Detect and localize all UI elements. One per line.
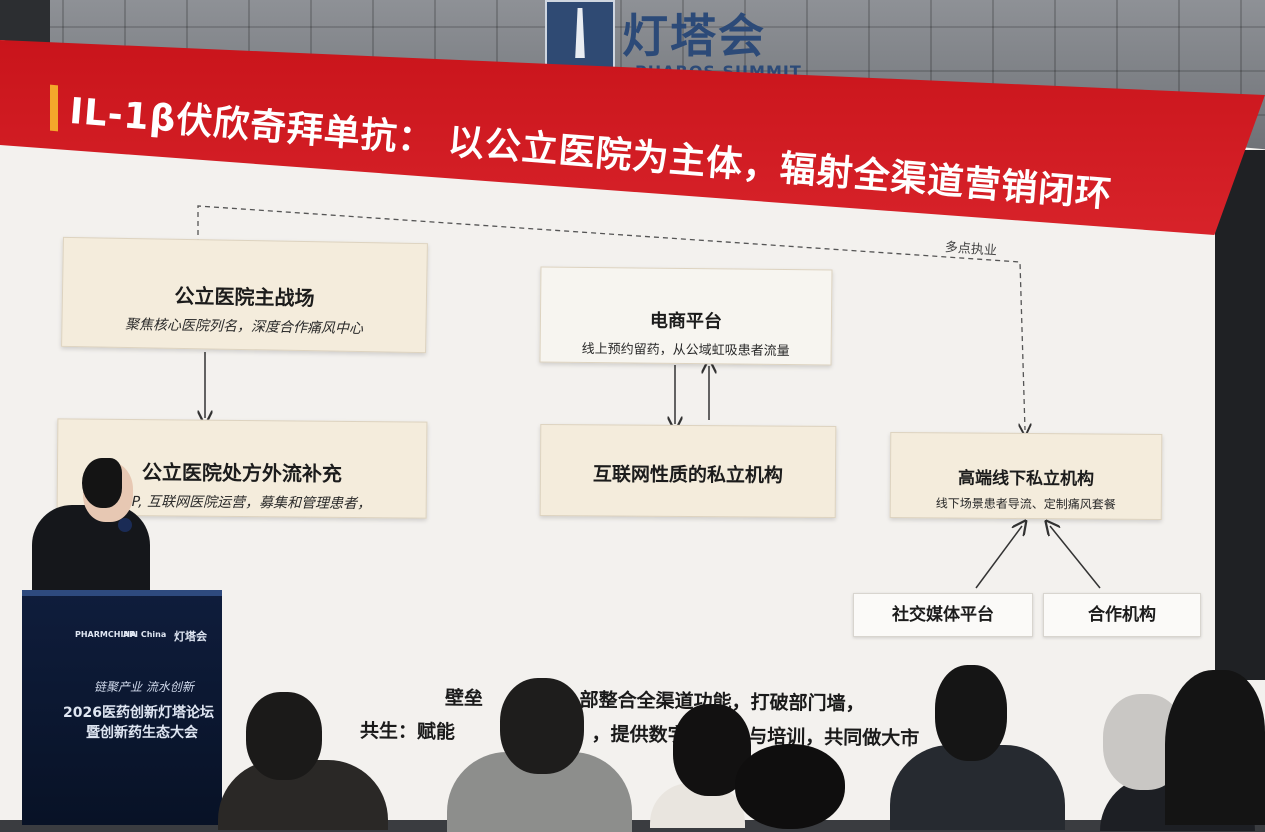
speaker-hair [82,458,122,508]
podium-event-line1: 2026医药创新灯塔论坛 [63,705,214,721]
lighthouse-tower-icon [575,8,585,58]
box-subtitle: 线下场景患者导流、定制痛风套餐 [935,496,1116,512]
dashed-label: 多点执业 [944,240,998,259]
box-highend-private: 高端线下私立机构 线下场景患者导流、定制痛风套餐 [889,432,1163,520]
box-subtitle: 线上预约留药，从公域虹吸患者流量 [581,341,790,360]
audience-head [246,692,322,780]
box-ecommerce: 电商平台 线上预约留药，从公域虹吸患者流量 [539,266,833,366]
summary-label-barrier: 壁垒 [444,687,484,710]
audience-head [500,678,584,774]
box-public-main: 公立医院主战场 聚焦核心医院列名，深度合作痛风中心 [61,236,428,354]
summary-label-symbiosis: 共生 [359,720,399,743]
podium-slogan: 链聚产业 流水创新 [94,680,194,694]
venue-logo-cn: 灯塔会 [622,9,766,63]
audience-head [1165,670,1265,825]
audience-head [735,744,845,829]
microphone-icon [118,518,132,532]
podium [22,590,222,825]
box-subtitle: 聚焦核心医院列名，深度合作痛风中心 [124,316,364,338]
box-internet-private: 互联网性质的私立机构 [539,423,837,519]
box-title: 互联网性质的私立机构 [592,463,784,487]
box-partner: 合作机构 [1043,593,1201,637]
bottom-summary: 壁垒 部整合全渠道功能，打破部门墙， 共生：赋能 ，提供数字 与培训，共同做大市 [359,680,920,750]
podium-brand-mid: API China [123,630,167,639]
box-social-media: 社交媒体平台 [853,593,1033,637]
box-title: 电商平台 [649,310,723,333]
arrow-social-to-highend [975,526,1022,589]
screen-frame [1215,150,1265,680]
podium-top-strip [22,590,222,596]
podium-brand-left: PHARMCHINA [75,630,137,639]
podium-brand-right: 灯塔会 [174,630,207,643]
dashed-multi-site-path [197,205,1025,430]
box-title: 高端线下私立机构 [957,468,1095,490]
box-title: 公立医院主战场 [174,283,315,311]
arrow-partner-to-highend [1050,526,1101,589]
audience-head [935,665,1007,761]
summary-line2-a: ：赋能 [397,720,456,744]
podium-event-line2: 暨创新药生态大会 [86,725,198,741]
